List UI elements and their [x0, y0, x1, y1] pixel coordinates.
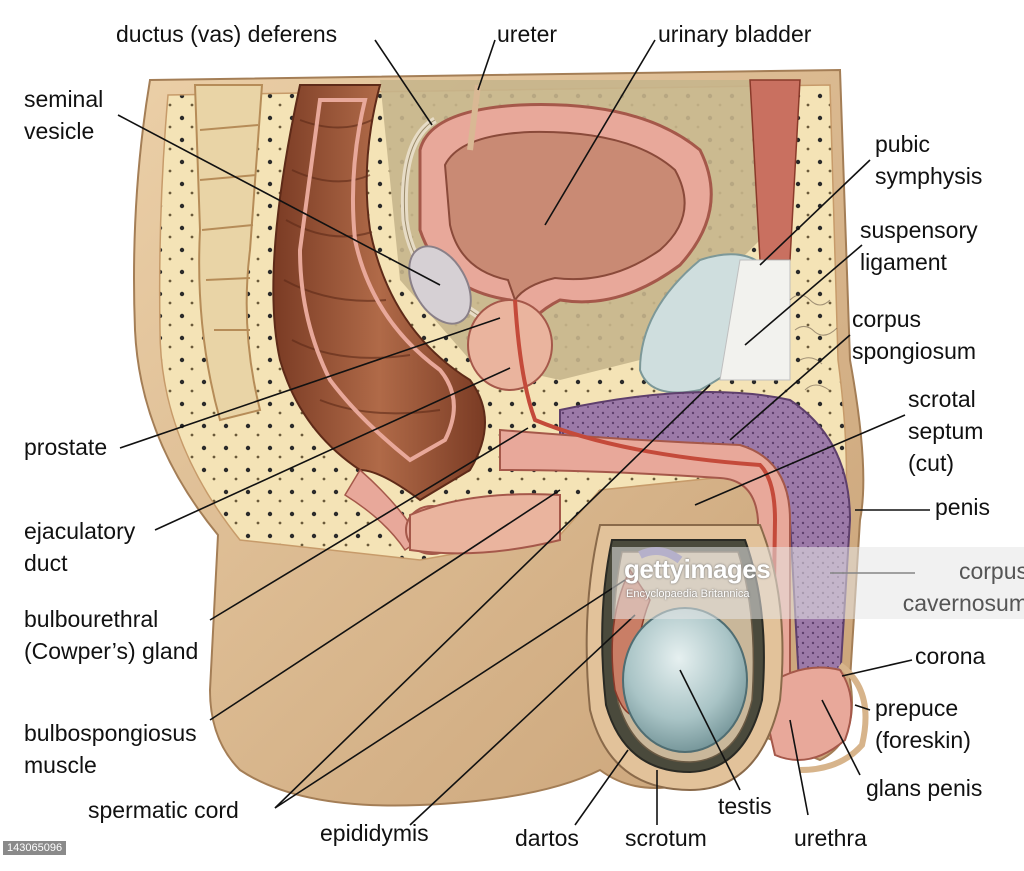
label-suspensory-ligament: suspensory ligament: [860, 217, 978, 275]
label-epididymis: epididymis: [320, 820, 429, 846]
label-bulbourethral-gland: bulbourethral (Cowper’s) gland: [24, 606, 199, 664]
label-corona: corona: [915, 643, 986, 669]
ureter: [467, 84, 481, 151]
label-dartos: dartos: [515, 825, 579, 851]
label-testis: testis: [718, 793, 772, 819]
pubic-hair: [789, 294, 838, 391]
label-ejaculatory-duct: ejaculatory duct: [24, 518, 136, 576]
rectum-mucosa: [297, 98, 456, 463]
label-pubic-symphysis: pubic symphysis: [875, 131, 983, 189]
label-ductus-deferens: ductus (vas) deferens: [116, 21, 338, 47]
prepuce: [799, 662, 869, 773]
label-bulbospongiosus-muscle: bulbospongiosus muscle: [24, 720, 197, 778]
sacrum: [193, 84, 264, 422]
image-id-tag: 143065096: [3, 841, 67, 855]
label-corpus-spongiosum: corpus spongiosum: [852, 306, 977, 364]
rectum: [272, 84, 486, 502]
label-seminal-vesicle: seminal vesicle: [24, 86, 104, 144]
label-scrotal-septum: scrotal septum (cut): [908, 386, 984, 476]
label-corpus-cavernosum: corpus cavernosum: [902, 558, 1024, 616]
rectum-folds: [283, 119, 441, 415]
label-ureter: ureter: [497, 21, 558, 47]
sacrum-segments: [199, 124, 259, 331]
bladder-lumen: [443, 130, 686, 303]
label-prostate: prostate: [24, 434, 108, 460]
anal-canal: [343, 468, 421, 552]
label-urethra: urethra: [794, 825, 867, 851]
label-prepuce: prepuce (foreskin): [875, 695, 971, 753]
suspensory-ligament: [719, 259, 791, 381]
label-penis: penis: [935, 494, 990, 520]
label-scrotum: scrotum: [625, 825, 707, 851]
watermark-credit: Encyclopaedia Britannica: [626, 588, 750, 600]
label-glans-penis: glans penis: [866, 775, 983, 801]
glans: [758, 666, 853, 761]
bulbospongiosus: [409, 493, 561, 555]
leader-lines: [117, 39, 930, 826]
prostate: [467, 299, 553, 391]
label-urinary-bladder: urinary bladder: [658, 21, 812, 47]
watermark-band: [612, 547, 1024, 619]
urethra: [513, 299, 778, 721]
label-spermatic-cord: spermatic cord: [88, 797, 239, 823]
watermark-logo: gettyimages: [624, 554, 771, 584]
